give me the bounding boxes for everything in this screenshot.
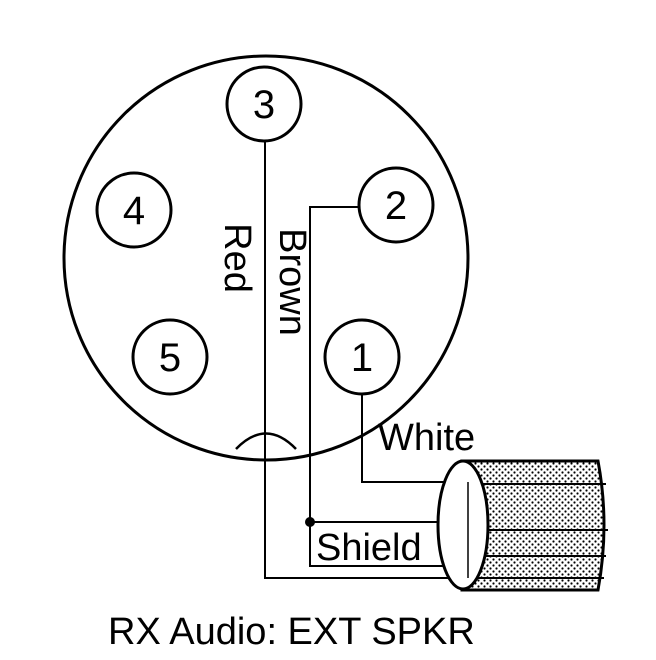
wire-brown-path [309,206,359,522]
pin-5-label: 5 [159,336,181,380]
wire-label-red: Red [216,223,258,293]
shield-label-box [309,522,460,567]
wire-label-brown: Brown [271,228,313,336]
pin-4: 4 [95,171,173,249]
diagram-caption: RX Audio: EXT SPKR [108,611,475,653]
wire-red-path [264,141,468,579]
wire-label-shield: Shield [316,527,422,569]
wire-white-path [361,394,470,483]
shielded-cable [436,459,608,592]
pin-1: 1 [323,318,401,396]
wire-label-white: White [378,417,475,459]
pin-1-label: 1 [351,336,373,380]
pin-2-label: 2 [385,184,407,228]
pin-4-label: 4 [123,189,145,233]
pin-2: 2 [357,166,435,244]
pin-3-label: 3 [253,83,275,127]
cable-end [436,459,490,591]
pin-3: 3 [225,65,303,143]
pin-5: 5 [131,318,209,396]
shield-junction-dot [305,517,315,527]
